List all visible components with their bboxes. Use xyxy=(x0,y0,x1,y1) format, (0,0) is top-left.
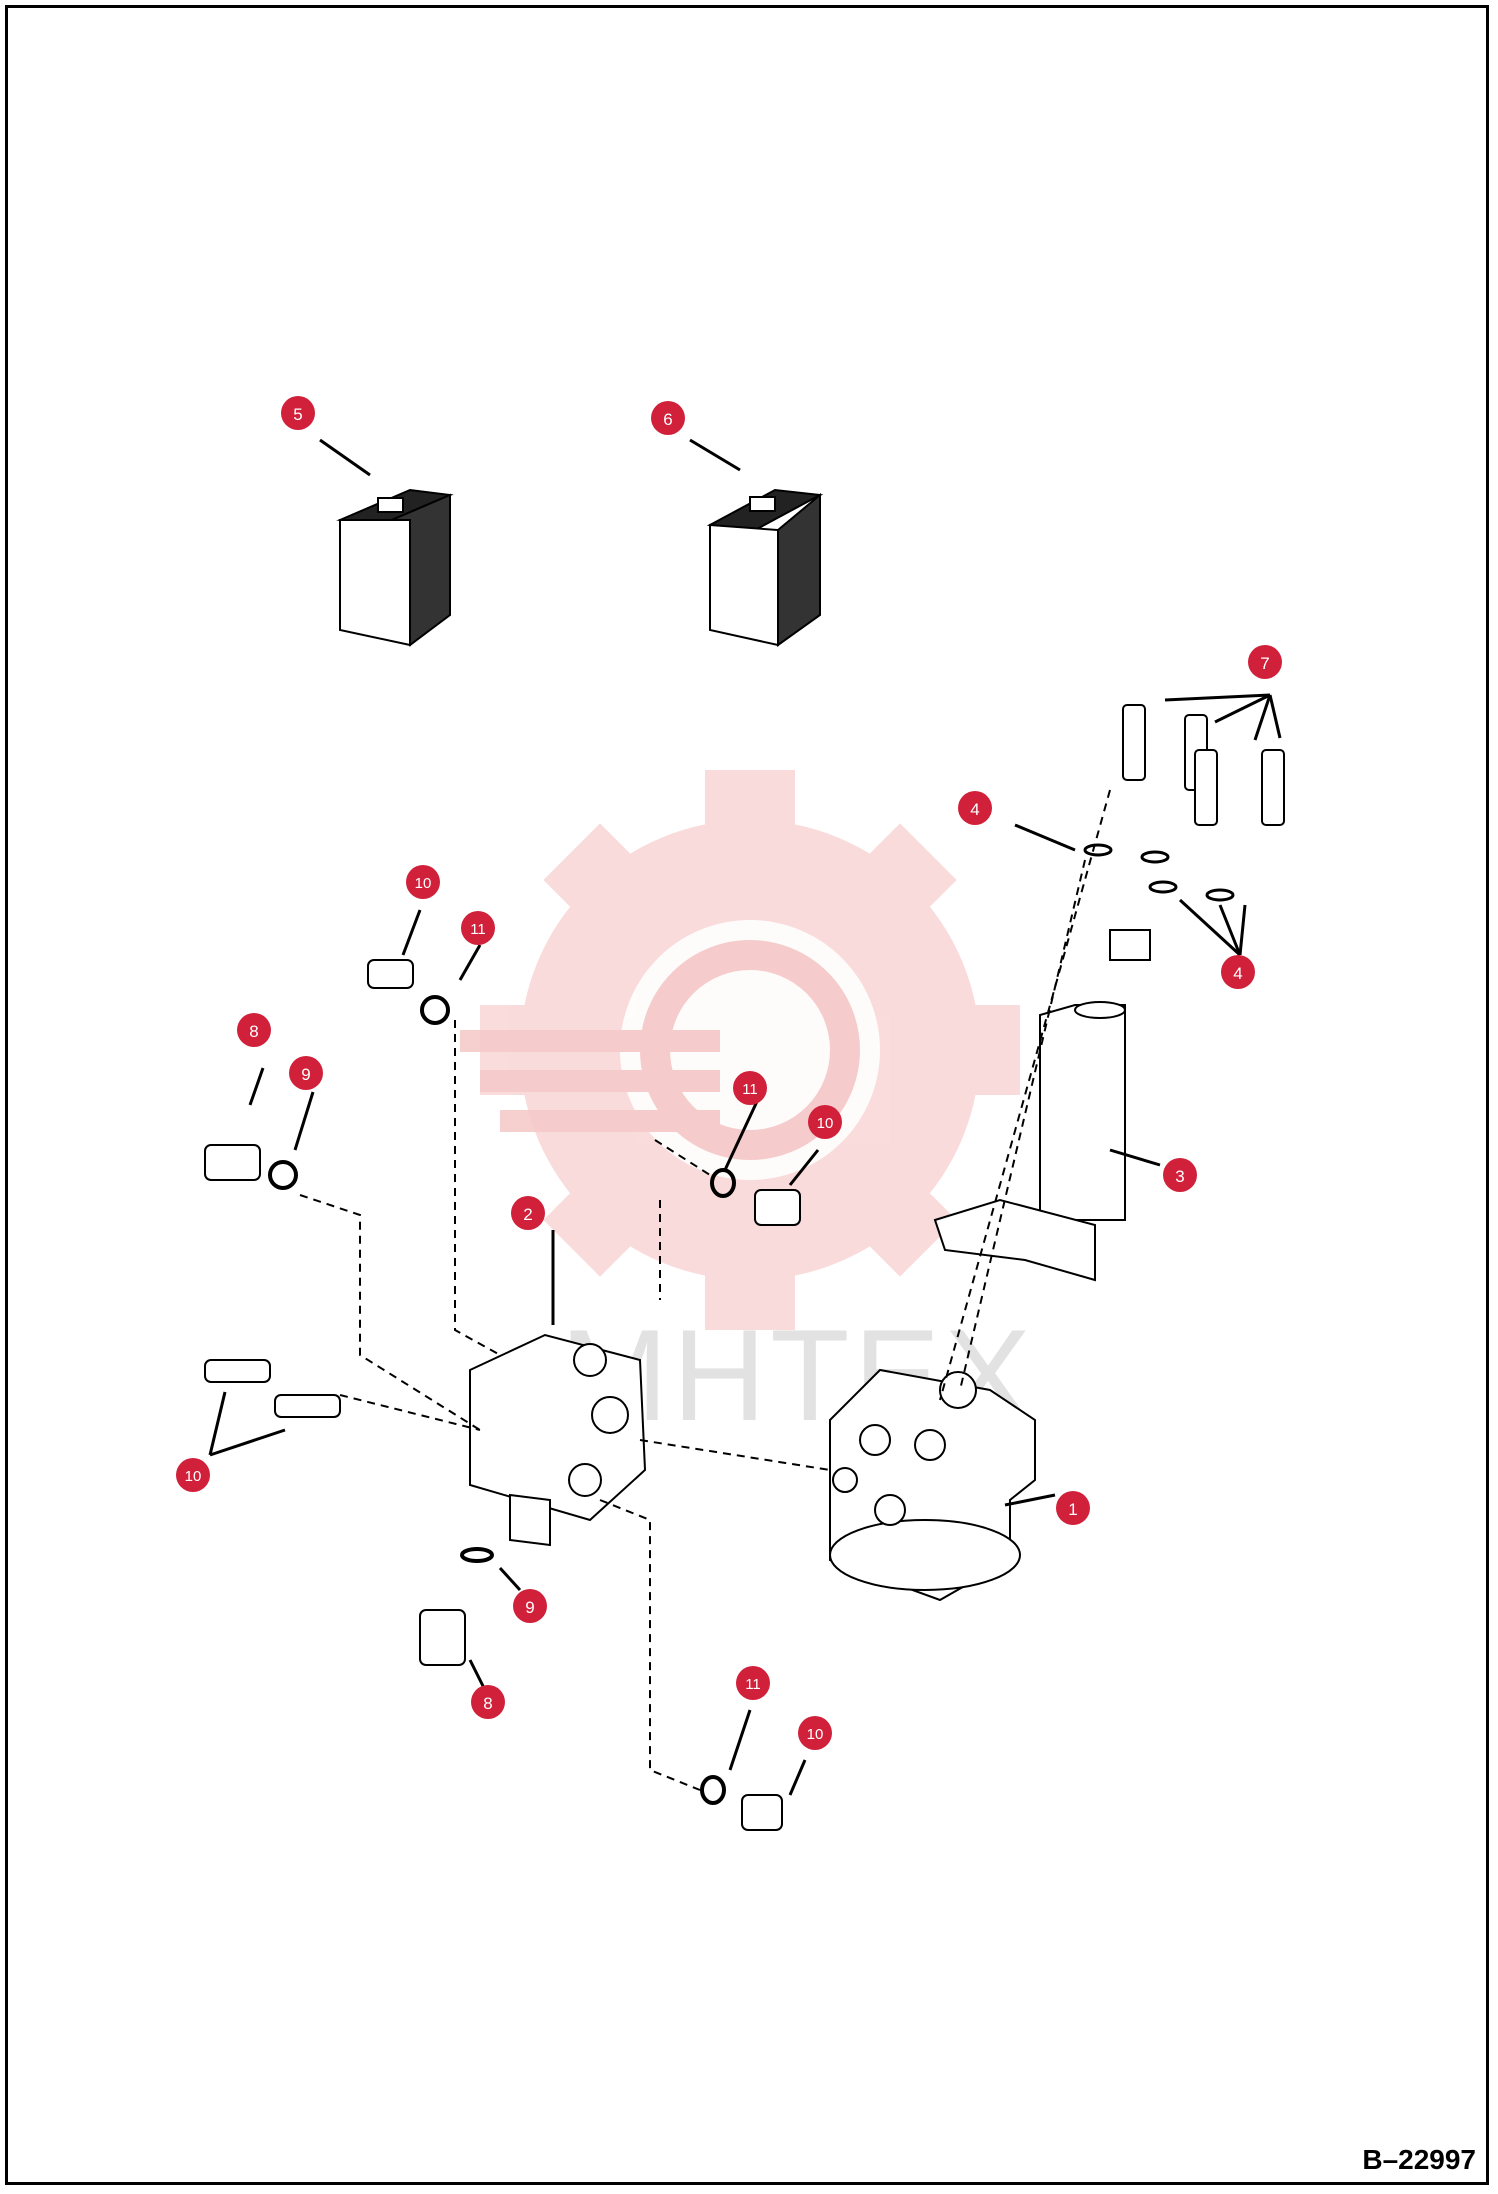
callout-4b-label: 4 xyxy=(1233,964,1242,983)
part-5-block xyxy=(336,488,454,647)
fittings xyxy=(204,959,801,1831)
callout-10a-label: 10 xyxy=(415,875,432,892)
drawing-frame xyxy=(5,5,1489,2185)
callout-6: 6 xyxy=(651,401,685,435)
callout-11a-label: 11 xyxy=(470,921,486,938)
callout-10b-label: 10 xyxy=(817,1115,834,1132)
callout-1: 1 xyxy=(1056,1491,1090,1525)
callout-10d: 10 xyxy=(798,1716,832,1750)
callout-11c-label: 11 xyxy=(745,1676,761,1693)
callout-2: 2 xyxy=(511,1196,545,1230)
callout-4a-label: 4 xyxy=(970,800,979,819)
callout-8a-label: 8 xyxy=(249,1022,258,1041)
part-1-steering-unit xyxy=(829,1368,1036,1602)
callout-8b-label: 8 xyxy=(483,1694,492,1713)
callout-11b: 11 xyxy=(733,1071,767,1105)
callout-9a-label: 9 xyxy=(301,1065,310,1084)
callout-5: 5 xyxy=(281,396,315,430)
callout-9b: 9 xyxy=(513,1589,547,1623)
callout-10d-label: 10 xyxy=(807,1726,824,1743)
part-6-block xyxy=(706,488,824,647)
callout-3: 3 xyxy=(1163,1158,1197,1192)
callout-10a: 10 xyxy=(406,865,440,899)
callout-11b-label: 11 xyxy=(742,1081,758,1098)
watermark-gear-inner xyxy=(460,920,880,1180)
callout-8b: 8 xyxy=(471,1685,505,1719)
callout-10c: 10 xyxy=(176,1458,210,1492)
drawing-code: B–22997 xyxy=(1362,2144,1476,2175)
callout-11a: 11 xyxy=(461,911,495,945)
part-3-steering-column xyxy=(933,929,1151,1282)
callout-7: 7 xyxy=(1248,645,1282,679)
callout-2-label: 2 xyxy=(523,1205,532,1224)
leader-lines xyxy=(208,438,1282,1796)
callout-10c-label: 10 xyxy=(185,1468,202,1485)
part-2-valve-block xyxy=(469,1333,647,1547)
callout-markers: 5 6 7 4 4 10 11 8 9 11 10 3 2 10 1 9 8 1… xyxy=(176,396,1282,1750)
part-4-seals xyxy=(1083,843,1235,902)
part-7-studs xyxy=(1122,704,1285,826)
callout-6-label: 6 xyxy=(663,410,672,429)
callout-3-label: 3 xyxy=(1175,1167,1184,1186)
callout-4a: 4 xyxy=(958,791,992,825)
callout-5-label: 5 xyxy=(293,405,302,424)
callout-1-label: 1 xyxy=(1068,1500,1077,1519)
callout-11c: 11 xyxy=(736,1666,770,1700)
callout-9b-label: 9 xyxy=(525,1598,534,1617)
assembly-dashed-lines xyxy=(299,789,1111,1791)
callout-10b: 10 xyxy=(808,1105,842,1139)
callout-8a: 8 xyxy=(237,1013,271,1047)
callout-7-label: 7 xyxy=(1260,654,1269,673)
callout-4b: 4 xyxy=(1221,955,1255,989)
callout-9a: 9 xyxy=(289,1056,323,1090)
